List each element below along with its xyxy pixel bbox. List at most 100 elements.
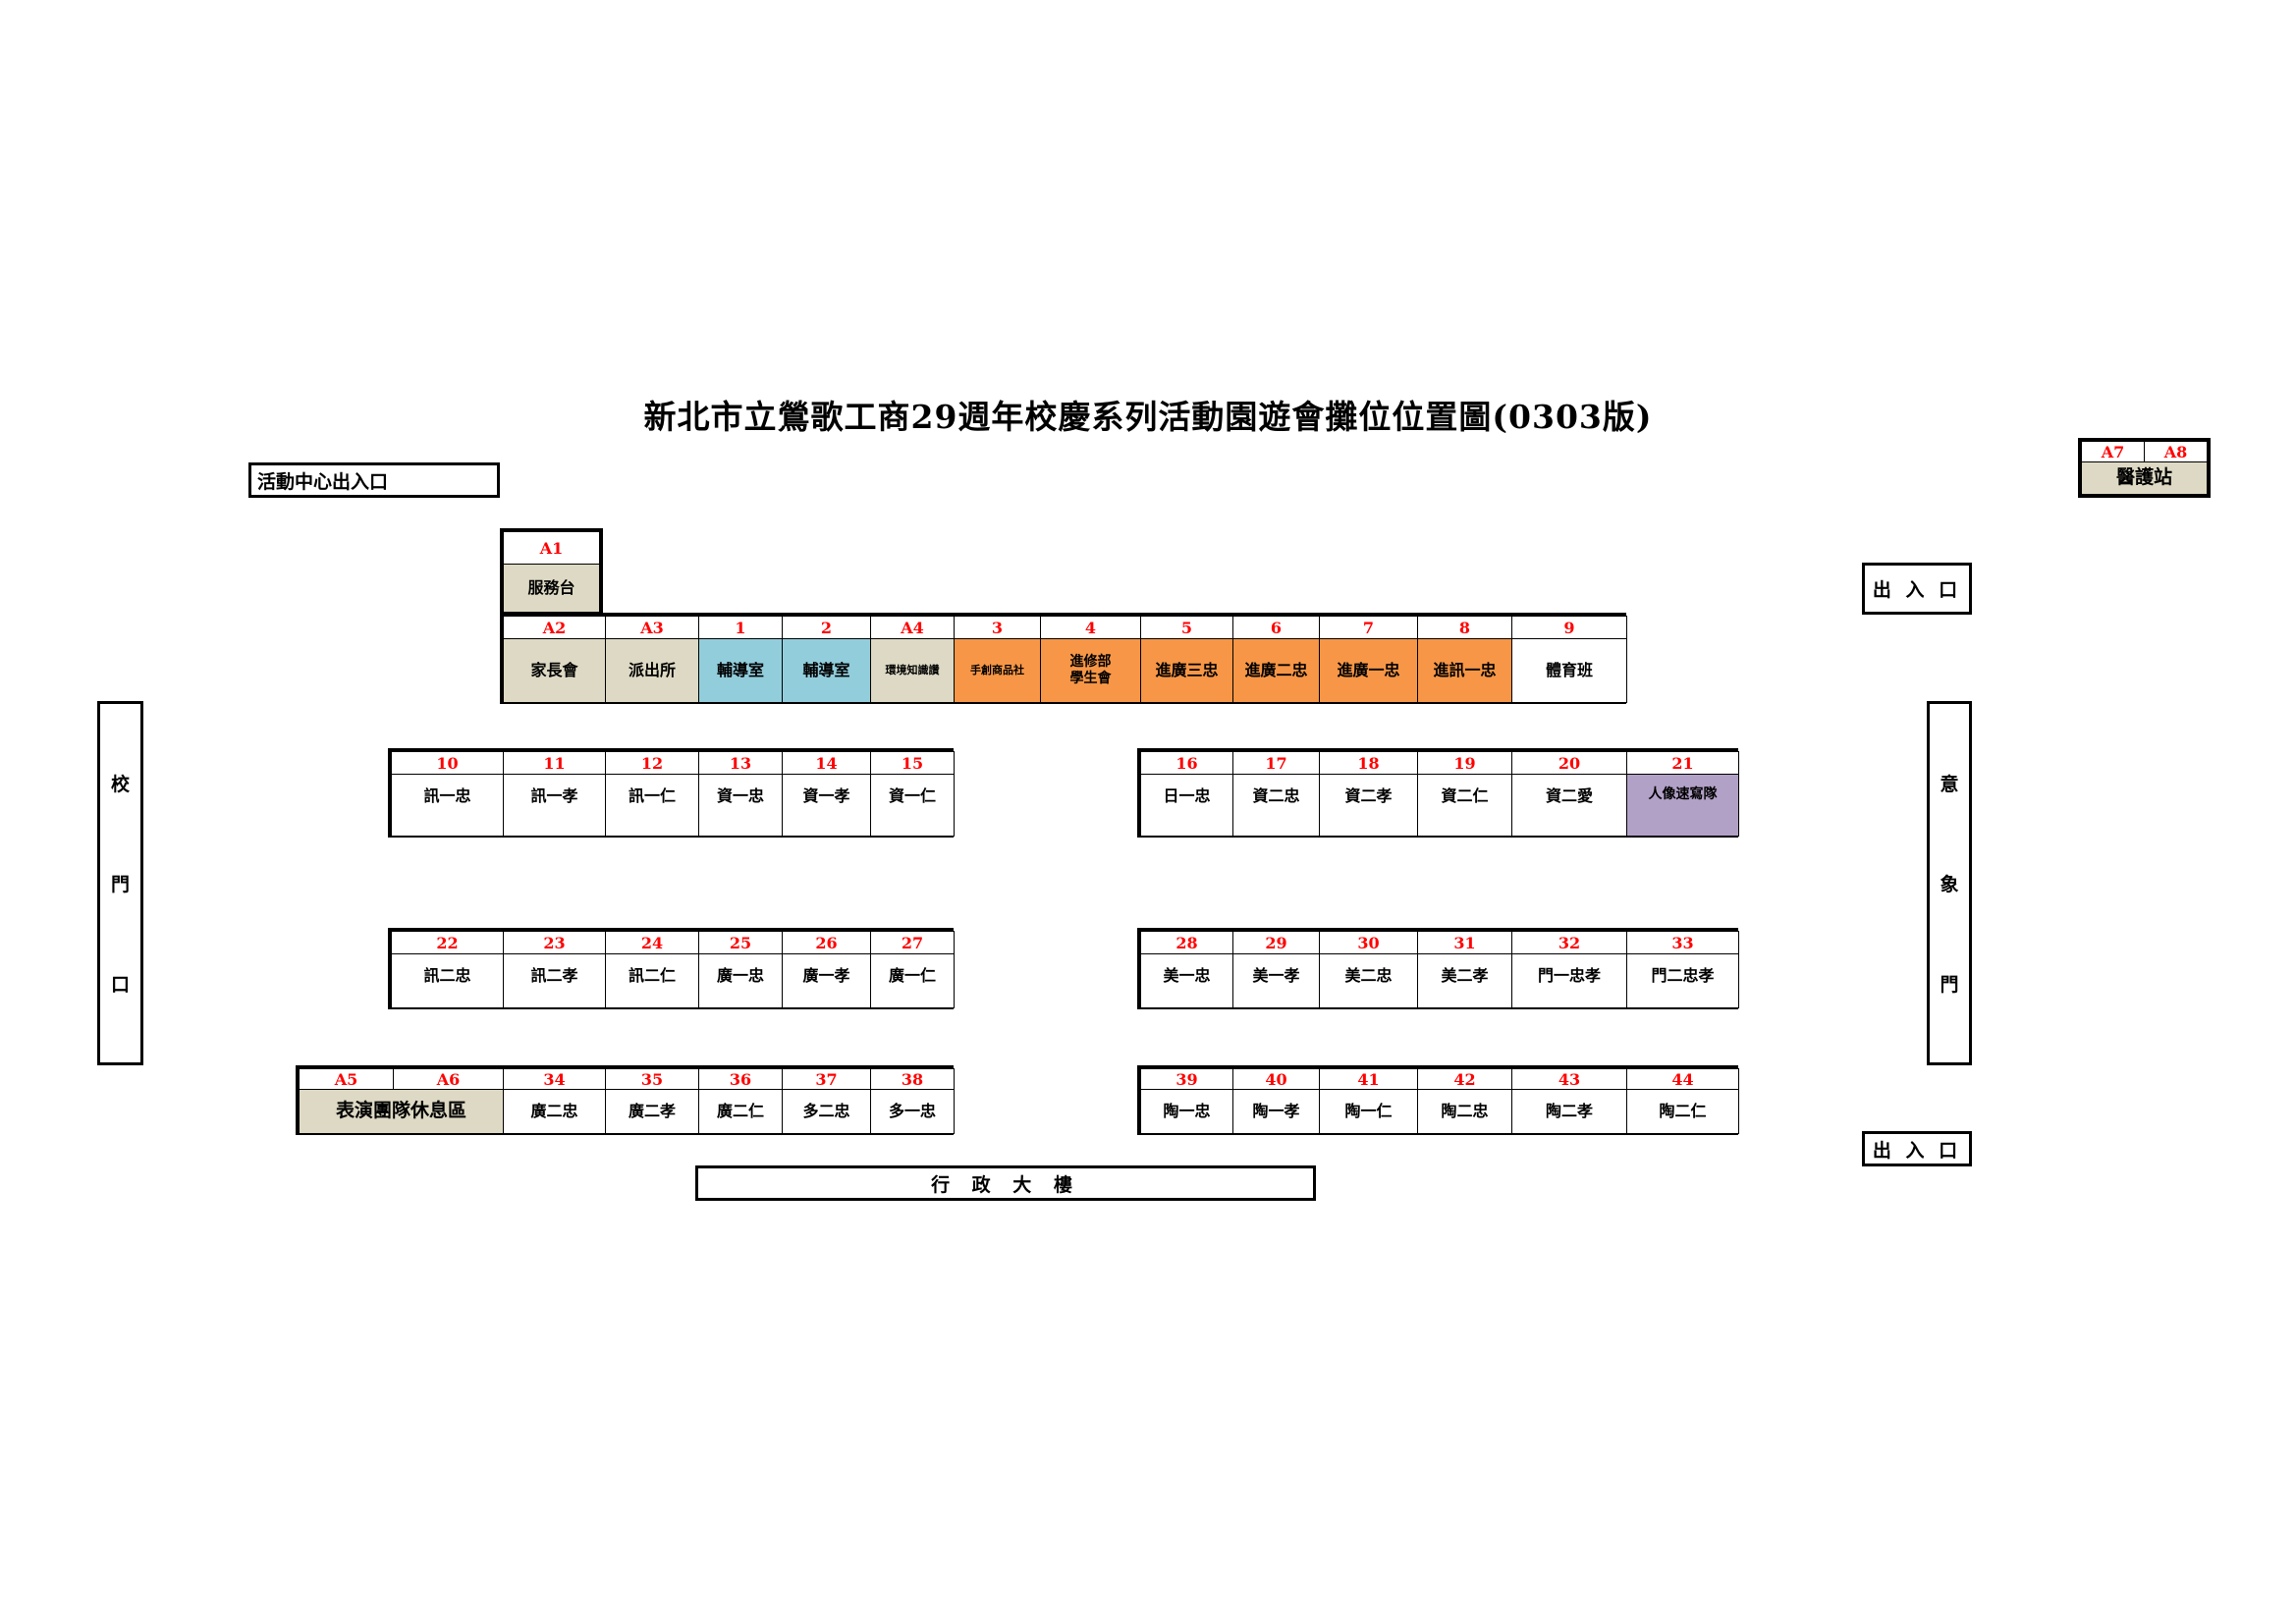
booth-number: 16 xyxy=(1140,751,1233,775)
booth-number: 20 xyxy=(1511,751,1627,775)
booth-number: A7 xyxy=(2081,441,2145,462)
booth-name: 醫護站 xyxy=(2081,461,2208,495)
booth-number: 32 xyxy=(1511,931,1627,954)
booth-number: 37 xyxy=(782,1068,871,1090)
booth-number: 33 xyxy=(1626,931,1739,954)
booth-a1[interactable]: A1 服務台 xyxy=(500,528,603,616)
booth-name: 訊一孝 xyxy=(503,774,606,837)
booth-name: 資二忠 xyxy=(1232,774,1320,837)
booth-number: 36 xyxy=(698,1068,783,1090)
entrance-bottom: 出 入 口 xyxy=(1862,1131,1972,1166)
booth-name: 廣二忠 xyxy=(503,1089,606,1134)
booth-number: 28 xyxy=(1140,931,1233,954)
booth-name: 陶二孝 xyxy=(1511,1089,1627,1134)
booth-number: A3 xyxy=(605,616,699,639)
booth-number: A8 xyxy=(2144,441,2208,462)
booth-number: 17 xyxy=(1232,751,1320,775)
booth-name: 進修部 學生會 xyxy=(1040,638,1141,703)
booth-number: 22 xyxy=(391,931,504,954)
booth-name: 廣一孝 xyxy=(782,953,871,1008)
booth-name: 訊二孝 xyxy=(503,953,606,1008)
booth-name: 訊二忠 xyxy=(391,953,504,1008)
booth-number: 30 xyxy=(1319,931,1418,954)
booth-number: 4 xyxy=(1040,616,1141,639)
page-title: 新北市立鶯歌工商29週年校慶系列活動園遊會攤位位置圖(0303版) xyxy=(643,398,1653,436)
booth-number: A1 xyxy=(503,531,600,565)
booth-number: 24 xyxy=(605,931,699,954)
booth-number: 42 xyxy=(1417,1068,1512,1090)
booth-number: 43 xyxy=(1511,1068,1627,1090)
booth-number: 1 xyxy=(698,616,783,639)
booth-number: 6 xyxy=(1232,616,1320,639)
booth-name: 體育班 xyxy=(1511,638,1627,703)
booth-number: 31 xyxy=(1417,931,1512,954)
image-gate-char: 門 xyxy=(1940,973,1959,996)
booth-name: 多二忠 xyxy=(782,1089,871,1134)
activity-center-entrance: 活動中心出入口 xyxy=(248,462,500,498)
booth-name: 門一忠孝 xyxy=(1511,953,1627,1008)
booth-name: 美二孝 xyxy=(1417,953,1512,1008)
booth-number: 21 xyxy=(1626,751,1739,775)
booth-name: 陶一孝 xyxy=(1232,1089,1320,1134)
booth-number: 39 xyxy=(1140,1068,1233,1090)
entrance-top: 出 入 口 xyxy=(1862,563,1972,615)
booth-number: 26 xyxy=(782,931,871,954)
booth-name: 廣一仁 xyxy=(870,953,955,1008)
school-gate-char: 校 xyxy=(110,774,130,796)
booth-number: 5 xyxy=(1140,616,1233,639)
booth-number: 10 xyxy=(391,751,504,775)
booth-number: 23 xyxy=(503,931,606,954)
booth-number: 35 xyxy=(605,1068,699,1090)
booth-number: 11 xyxy=(503,751,606,775)
booth-name: 進廣二忠 xyxy=(1232,638,1320,703)
booth-number: 18 xyxy=(1319,751,1418,775)
booth-name: 輔導室 xyxy=(782,638,871,703)
image-gate-char: 象 xyxy=(1940,873,1959,895)
booth-name: 進廣一忠 xyxy=(1319,638,1418,703)
image-gate: 意 象 門 xyxy=(1927,701,1972,1065)
booth-number: 2 xyxy=(782,616,871,639)
booth-name: 手創商品社 xyxy=(954,638,1041,703)
booth-number: 9 xyxy=(1511,616,1627,639)
school-gate: 校 門 口 xyxy=(97,701,143,1065)
school-gate-char: 口 xyxy=(110,973,130,996)
booth-number: A2 xyxy=(503,616,606,639)
booth-number: 13 xyxy=(698,751,783,775)
booth-number: 29 xyxy=(1232,931,1320,954)
booth-number: 38 xyxy=(870,1068,955,1090)
booth-name: 資二仁 xyxy=(1417,774,1512,837)
booth-name: 資二孝 xyxy=(1319,774,1418,837)
booth-number: A4 xyxy=(870,616,955,639)
booth-name: 進廣三忠 xyxy=(1140,638,1233,703)
booth-name: 多一忠 xyxy=(870,1089,955,1134)
booth-name: 廣二孝 xyxy=(605,1089,699,1134)
image-gate-char: 意 xyxy=(1940,774,1959,796)
booth-name: 訊二仁 xyxy=(605,953,699,1008)
booth-name: 資一孝 xyxy=(782,774,871,837)
booth-name: 日一忠 xyxy=(1140,774,1233,837)
booth-number: 8 xyxy=(1417,616,1512,639)
booth-name: 人像速寫隊 xyxy=(1626,774,1739,837)
booth-number: 25 xyxy=(698,931,783,954)
booth-number: 27 xyxy=(870,931,955,954)
booth-name: 陶一仁 xyxy=(1319,1089,1418,1134)
booth-name: 陶一忠 xyxy=(1140,1089,1233,1134)
booth-name: 資一仁 xyxy=(870,774,955,837)
booth-name: 輔導室 xyxy=(698,638,783,703)
booth-name: 表演團隊休息區 xyxy=(299,1089,504,1134)
booth-number: 34 xyxy=(503,1068,606,1090)
booth-medical-station[interactable]: A7 A8 醫護站 xyxy=(2078,438,2211,498)
booth-number: A6 xyxy=(393,1068,504,1090)
booth-number: 7 xyxy=(1319,616,1418,639)
booth-name: 美二忠 xyxy=(1319,953,1418,1008)
booth-number: 12 xyxy=(605,751,699,775)
booth-name: 廣二仁 xyxy=(698,1089,783,1134)
booth-number: 40 xyxy=(1232,1068,1320,1090)
booth-name: 門二忠孝 xyxy=(1626,953,1739,1008)
